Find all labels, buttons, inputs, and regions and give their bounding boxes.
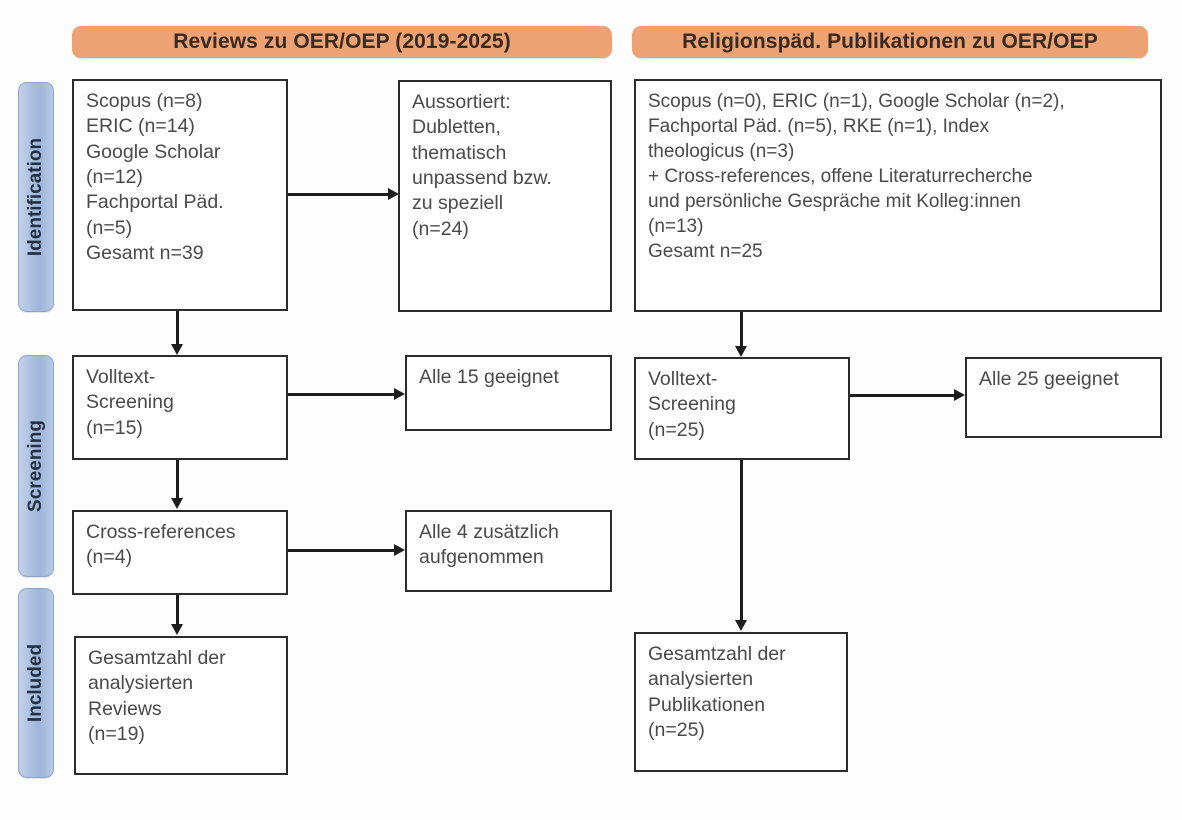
column-header-publications: Religionspäd. Publikationen zu OER/OEP	[632, 26, 1148, 58]
box-left-excluded-records: Aussortiert: Dubletten, thematisch unpas…	[398, 80, 612, 312]
stage-label-screening-text: Screening	[25, 420, 46, 512]
box-left-cross-references: Cross-references (n=4)	[72, 510, 288, 595]
connector-left-fulltext-to-crossref	[176, 460, 179, 498]
arrowhead-left-crossref-to-alladded	[394, 543, 405, 556]
box-left-all-additionally-included: Alle 4 zusätzlich aufgenommen	[405, 510, 612, 592]
arrowhead-left-fulltext-to-alleligible	[394, 387, 405, 400]
stage-label-identification-text: Identification	[25, 137, 46, 257]
connector-left-fulltext-to-alleligible	[288, 393, 395, 396]
connector-left-crossref-to-included	[176, 595, 179, 624]
box-right-all-eligible: Alle 25 geeignet	[965, 357, 1162, 438]
connector-left-sources-to-excluded	[288, 193, 388, 196]
arrowhead-left-sources-to-excluded	[388, 187, 399, 200]
stage-label-identification: Identification	[18, 82, 54, 312]
arrowhead-left-fulltext-to-crossref	[171, 498, 183, 509]
arrowhead-right-sources-to-fulltext	[735, 346, 747, 357]
connector-right-fulltext-to-alleligible	[850, 394, 955, 397]
arrowhead-left-sources-to-fulltext	[171, 344, 183, 355]
connector-right-sources-to-fulltext	[740, 312, 743, 346]
arrowhead-left-crossref-to-included	[171, 624, 183, 635]
box-right-total-analysed-publications: Gesamtzahl der analysierten Publikatione…	[634, 632, 848, 772]
box-right-identification-sources: Scopus (n=0), ERIC (n=1), Google Scholar…	[634, 79, 1162, 312]
arrowhead-right-fulltext-to-included	[735, 620, 747, 631]
stage-label-screening: Screening	[18, 355, 54, 577]
box-left-fulltext-screening: Volltext- Screening (n=15)	[72, 355, 288, 460]
connector-left-sources-to-fulltext	[176, 311, 179, 344]
connector-left-crossref-to-alladded	[288, 549, 395, 552]
box-right-fulltext-screening: Volltext- Screening (n=25)	[634, 357, 850, 460]
box-left-identification-sources: Scopus (n=8) ERIC (n=14) Google Scholar …	[72, 79, 288, 311]
stage-label-included: Included	[18, 588, 54, 778]
column-header-reviews: Reviews zu OER/OEP (2019-2025)	[72, 26, 612, 58]
arrowhead-right-fulltext-to-alleligible	[954, 388, 965, 401]
stage-label-included-text: Included	[25, 643, 46, 723]
box-left-total-analysed-reviews: Gesamtzahl der analysierten Reviews (n=1…	[74, 636, 288, 775]
box-left-all-eligible: Alle 15 geeignet	[405, 355, 612, 431]
connector-right-fulltext-to-included	[740, 460, 743, 620]
